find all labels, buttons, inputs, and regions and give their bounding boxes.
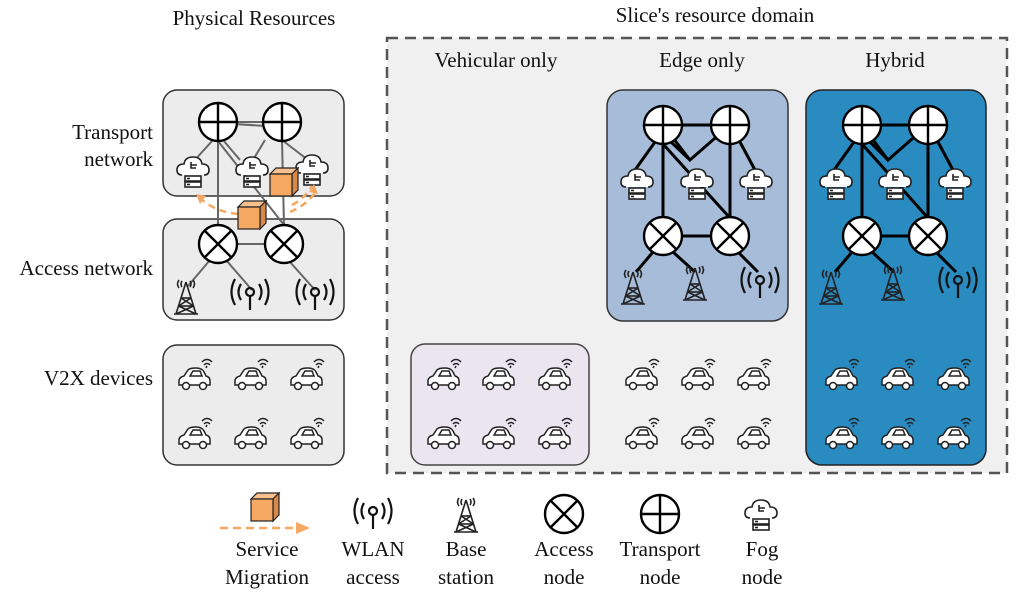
legend-fog-node-line1: Fog [746,537,779,561]
edge-access-node-1 [642,215,684,257]
legend-access-node-line2: node [544,565,585,589]
legend-access-node-line1: Access [534,537,593,561]
service-cube-lower [237,200,267,230]
legend-base-station-line1: Base [446,537,487,561]
edge-transport-node-2 [709,104,751,146]
base-station-icon [453,497,479,533]
migration-arrowhead-left [196,194,206,204]
legend-transport-node-line1: Transport [620,537,701,561]
v2x-devices-label: V2X devices [44,366,153,390]
physical-access-node-1 [197,223,239,265]
physical-access-node-2 [263,223,305,265]
column-hybrid: Hybrid [865,48,925,72]
physical-resources-title: Physical Resources [173,6,336,30]
service-migration-icon [220,492,310,534]
legend-base-station-line2: station [438,565,494,589]
column-vehicular-only: Vehicular only [434,48,558,72]
hybrid-transport-node-1 [841,104,883,146]
fog-node-icon [744,499,778,531]
legend-transport-node-line2: node [640,565,681,589]
hybrid-access-node-2 [907,215,949,257]
hybrid-access-node-1 [841,215,883,257]
edge-transport-node-1 [642,104,684,146]
physical-transport-node-2 [261,101,303,143]
transport-network-label-line1: Transport [72,120,153,144]
column-edge-only: Edge only [659,48,745,72]
legend: Service Migration WLAN access Base stati… [220,492,783,589]
legend-wlan-line2: access [346,565,400,589]
migration-arrowhead-right [309,184,318,194]
legend-wlan-line1: WLAN [342,537,405,561]
transport-network-label-line2: network [84,147,153,171]
physical-access-panel [162,218,345,321]
edge-access-node-2 [709,215,751,257]
access-node-icon [543,493,585,535]
legend-fog-node-line2: node [742,565,783,589]
slice-domain-title: Slice's resource domain [616,3,815,27]
hybrid-transport-node-2 [907,104,949,146]
legend-service-migration-line2: Migration [225,565,309,589]
physical-transport-node-1 [197,101,239,143]
wlan-access-icon [353,496,393,531]
service-cube-upper [269,167,299,197]
transport-node-icon [639,493,681,535]
legend-service-migration-line1: Service [236,537,299,561]
access-network-label: Access network [19,256,153,280]
